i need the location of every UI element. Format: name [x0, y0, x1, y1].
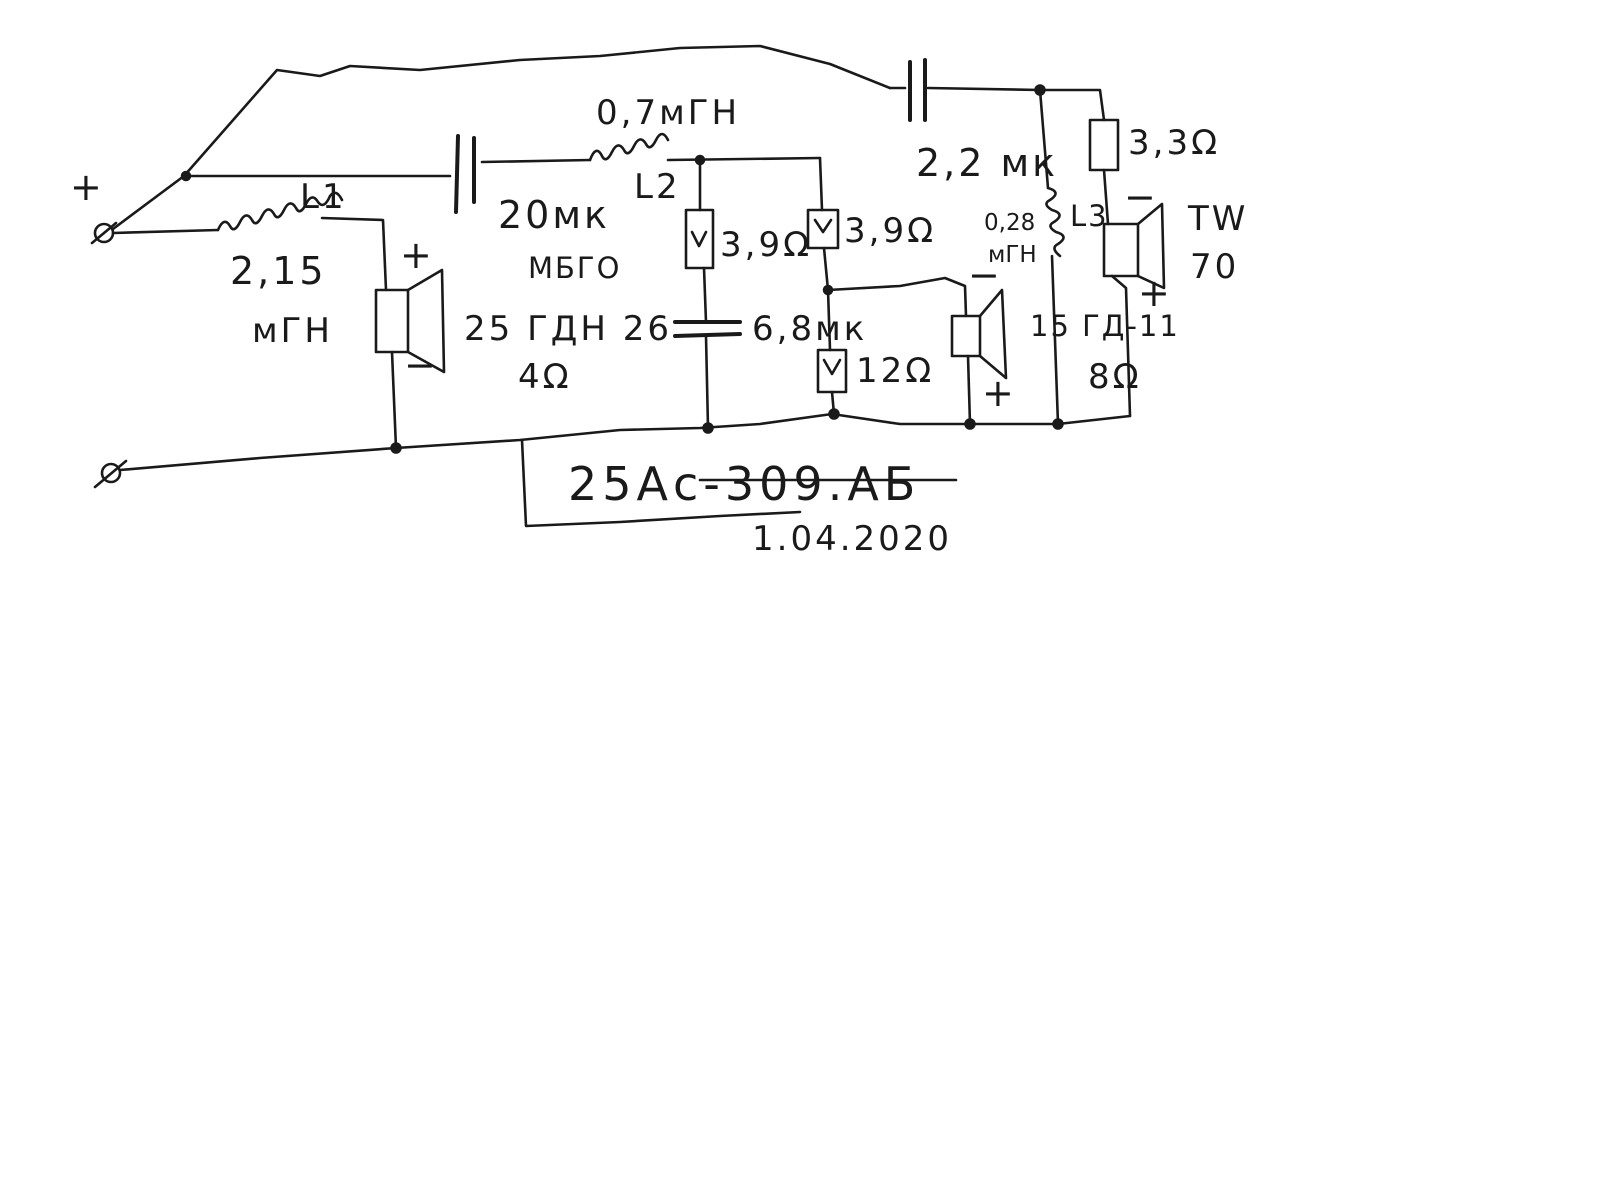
wire-shunt1-bottom: [704, 334, 710, 430]
junction-dot: [180, 170, 192, 182]
title-block-frame: [520, 438, 958, 528]
wire-node-to-L3: [1038, 88, 1050, 190]
L1-name: L1: [300, 177, 347, 217]
woofer-model: 25 ГДН 26: [464, 309, 672, 349]
junction-dot: [694, 154, 706, 166]
wire-series-to-R3: [826, 288, 832, 352]
woofer-speaker-25GDN26: [374, 268, 446, 374]
L2-value: 0,7мГН: [596, 93, 740, 133]
date-text: 1.04.2020: [752, 519, 952, 559]
resistor-12-ohm: [816, 348, 848, 394]
tweeter-model-line2: 70: [1190, 247, 1239, 287]
L1-value: 2,15: [230, 249, 327, 293]
tweeter-resistor-value: 3,3Ω: [1128, 123, 1220, 163]
junction-dot: [1052, 418, 1064, 430]
tweeter-plus: +: [1138, 271, 1170, 315]
wire-L1-to-woofer: [320, 216, 388, 292]
resistor-3-9-ohm-1: [684, 208, 715, 270]
inductor-L3: [1045, 186, 1065, 258]
capacitor-shunt-6-8uF: [673, 320, 742, 338]
C2-value: 6,8мк: [752, 309, 867, 349]
mid-cap-value: 20мк: [498, 193, 610, 237]
tweeter-minus: −: [1124, 175, 1156, 219]
tweeter-model-line1: TW: [1187, 199, 1248, 239]
mid-cap-type: МБГО: [528, 251, 621, 285]
mid-speaker-impedance: 8Ω: [1088, 357, 1142, 397]
capacitor-midrange-20uF: [454, 134, 476, 214]
junction-dot: [964, 418, 976, 430]
woofer-impedance: 4Ω: [518, 357, 572, 397]
wire-shunt1-mid: [702, 266, 708, 324]
tweeter-speaker-TW70: [1102, 202, 1166, 290]
plus-terminal-label: +: [70, 165, 102, 209]
capacitor-tweeter-2-2uF: [908, 58, 927, 122]
tweeter-cap-value: 2,2 мк: [916, 141, 1058, 185]
L2-name: L2: [634, 167, 681, 207]
mid-speaker-plus: +: [982, 371, 1014, 415]
wire-ground-rail: [118, 412, 1132, 472]
midrange-speaker-15GD11: [950, 288, 1008, 380]
junction-dot: [702, 422, 714, 434]
wire-series-top: [818, 156, 824, 212]
mid-speaker-model: 15 ГД-11: [1030, 309, 1180, 343]
woofer-plus: +: [400, 233, 432, 277]
R3-value: 12Ω: [856, 351, 934, 391]
junction-dot: [822, 284, 834, 296]
wire-L3-to-ground: [1050, 254, 1060, 426]
junction-dot: [1034, 84, 1046, 96]
wire-midcap-to-L2: [480, 158, 592, 164]
woofer-minus: −: [404, 343, 436, 387]
wire-woofer-to-ground: [390, 350, 398, 450]
wire-plus-to-junction: [111, 174, 186, 231]
L3-unit: мГН: [988, 242, 1037, 268]
wire-node-to-mid-speaker: [826, 276, 968, 318]
resistor-3-3-ohm: [1088, 118, 1120, 172]
wire-junction-to-top: [182, 44, 892, 178]
L3-value: 0,28: [984, 210, 1035, 236]
wire-mid-speaker-to-ground: [966, 354, 972, 426]
wire-R-to-tweeter: [1102, 168, 1110, 226]
wire-tweeter-cap-to-node: [926, 86, 1042, 92]
wire-tweeter-to-ground: [1110, 274, 1132, 418]
resistor-3-9-ohm-2: [806, 208, 840, 250]
L3-name: L3: [1070, 199, 1109, 233]
R1-value: 3,9Ω: [720, 225, 812, 265]
inductor-L2: [588, 132, 670, 162]
wire-node-to-R-tweeter: [1038, 88, 1106, 122]
title-text: 25Ас-309.АБ: [568, 457, 920, 511]
L1-unit: мГН: [252, 311, 333, 351]
minus-terminal: [93, 459, 128, 489]
wire-series-mid: [822, 246, 830, 292]
mid-speaker-minus: −: [968, 253, 1000, 297]
wire-plus-to-L1: [111, 228, 220, 235]
wire-L2-to-node: [666, 156, 822, 162]
junction-dot: [390, 442, 402, 454]
inductor-L1: [216, 191, 344, 232]
junction-dot: [828, 408, 840, 420]
R2-value: 3,9Ω: [844, 211, 936, 251]
